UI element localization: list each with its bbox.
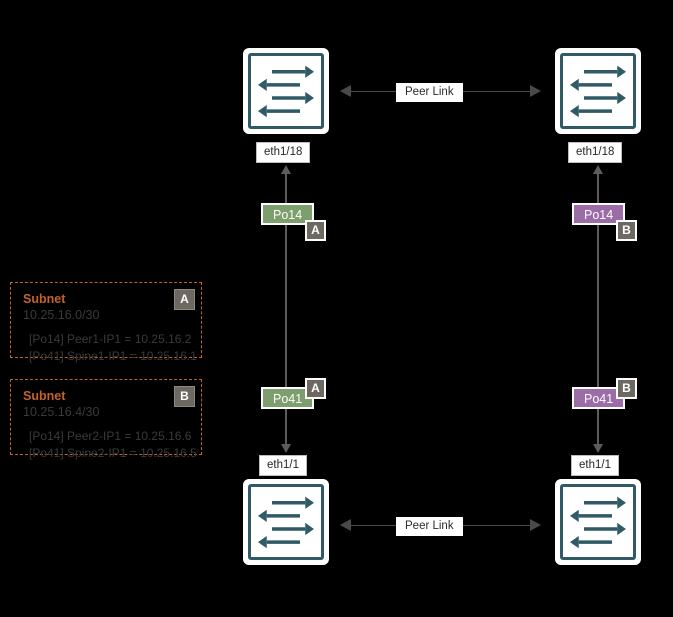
switch-icon xyxy=(248,53,324,129)
device-spine-right[interactable] xyxy=(555,48,641,134)
device-spine-left[interactable] xyxy=(243,48,329,134)
subnet-b-detail-line: [Po41] Spine2-IP1 = 10.25.16.5 xyxy=(29,446,197,460)
trunk-arrow-up-icon-right xyxy=(593,165,603,174)
trunk-line-right xyxy=(597,174,599,449)
subnet-b-title: Subnet xyxy=(23,389,66,403)
subnet-b-detail-list: [Po14] Peer2-IP1 = 10.25.16.6 [Po41] Spi… xyxy=(23,428,197,462)
subnet-a-detail-line: [Po14] Peer1-IP1 = 10.25.16.2 xyxy=(29,332,192,346)
port-label-peer-right: eth1/1 xyxy=(571,455,619,476)
switch-icon xyxy=(560,53,636,129)
trunk-arrow-up-icon-left xyxy=(281,165,291,174)
peer-link-label-bottom: Peer Link xyxy=(396,517,463,536)
device-peer-right[interactable] xyxy=(555,479,641,565)
trunk-arrow-down-icon-left xyxy=(281,444,291,453)
subnet-b-tag: B xyxy=(174,386,195,407)
peer-link-arrow-right-icon xyxy=(530,85,541,97)
device-peer-left[interactable] xyxy=(243,479,329,565)
port-label-spine-left: eth1/18 xyxy=(256,142,311,163)
subnet-tag-b-po41-right: B xyxy=(616,378,637,399)
subnet-tag-a-po14-left: A xyxy=(305,220,326,241)
port-label-spine-right: eth1/18 xyxy=(568,142,623,163)
subnet-tag-a-po41-left: A xyxy=(305,378,326,399)
trunk-arrow-down-icon-right xyxy=(593,444,603,453)
subnet-box-a: Subnet 10.25.16.0/30 [Po14] Peer1-IP1 = … xyxy=(10,282,202,363)
subnet-tag-b-po14-right: B xyxy=(616,220,637,241)
subnet-b-detail-line: [Po14] Peer2-IP1 = 10.25.16.6 xyxy=(29,429,192,443)
subnet-b-cidr: 10.25.16.4/30 xyxy=(23,405,100,419)
port-channel-po14-right[interactable]: Po14 xyxy=(572,203,626,225)
port-channel-po14-left[interactable]: Po14 xyxy=(261,203,315,225)
subnet-a-cidr: 10.25.16.0/30 xyxy=(23,308,100,322)
trunk-line-left xyxy=(285,174,287,449)
switch-icon xyxy=(560,484,636,560)
peer-link-label-top: Peer Link xyxy=(396,83,463,102)
subnet-a-detail-list: [Po14] Peer1-IP1 = 10.25.16.2 [Po41] Spi… xyxy=(23,331,197,365)
peer-link-arrow-left-icon xyxy=(340,519,351,531)
subnet-a-title: Subnet xyxy=(23,292,66,306)
subnet-a-detail-line: [Po41] Spine1-IP1 = 10.25.16.1 xyxy=(29,349,197,363)
switch-icon xyxy=(248,484,324,560)
port-channel-po41-right[interactable]: Po41 xyxy=(572,387,626,409)
peer-link-arrow-left-icon xyxy=(340,85,351,97)
port-label-peer-left: eth1/1 xyxy=(259,455,307,476)
peer-link-arrow-right-icon xyxy=(530,519,541,531)
subnet-a-tag: A xyxy=(174,289,195,310)
subnet-box-b: Subnet 10.25.16.4/30 [Po14] Peer2-IP1 = … xyxy=(10,379,202,460)
